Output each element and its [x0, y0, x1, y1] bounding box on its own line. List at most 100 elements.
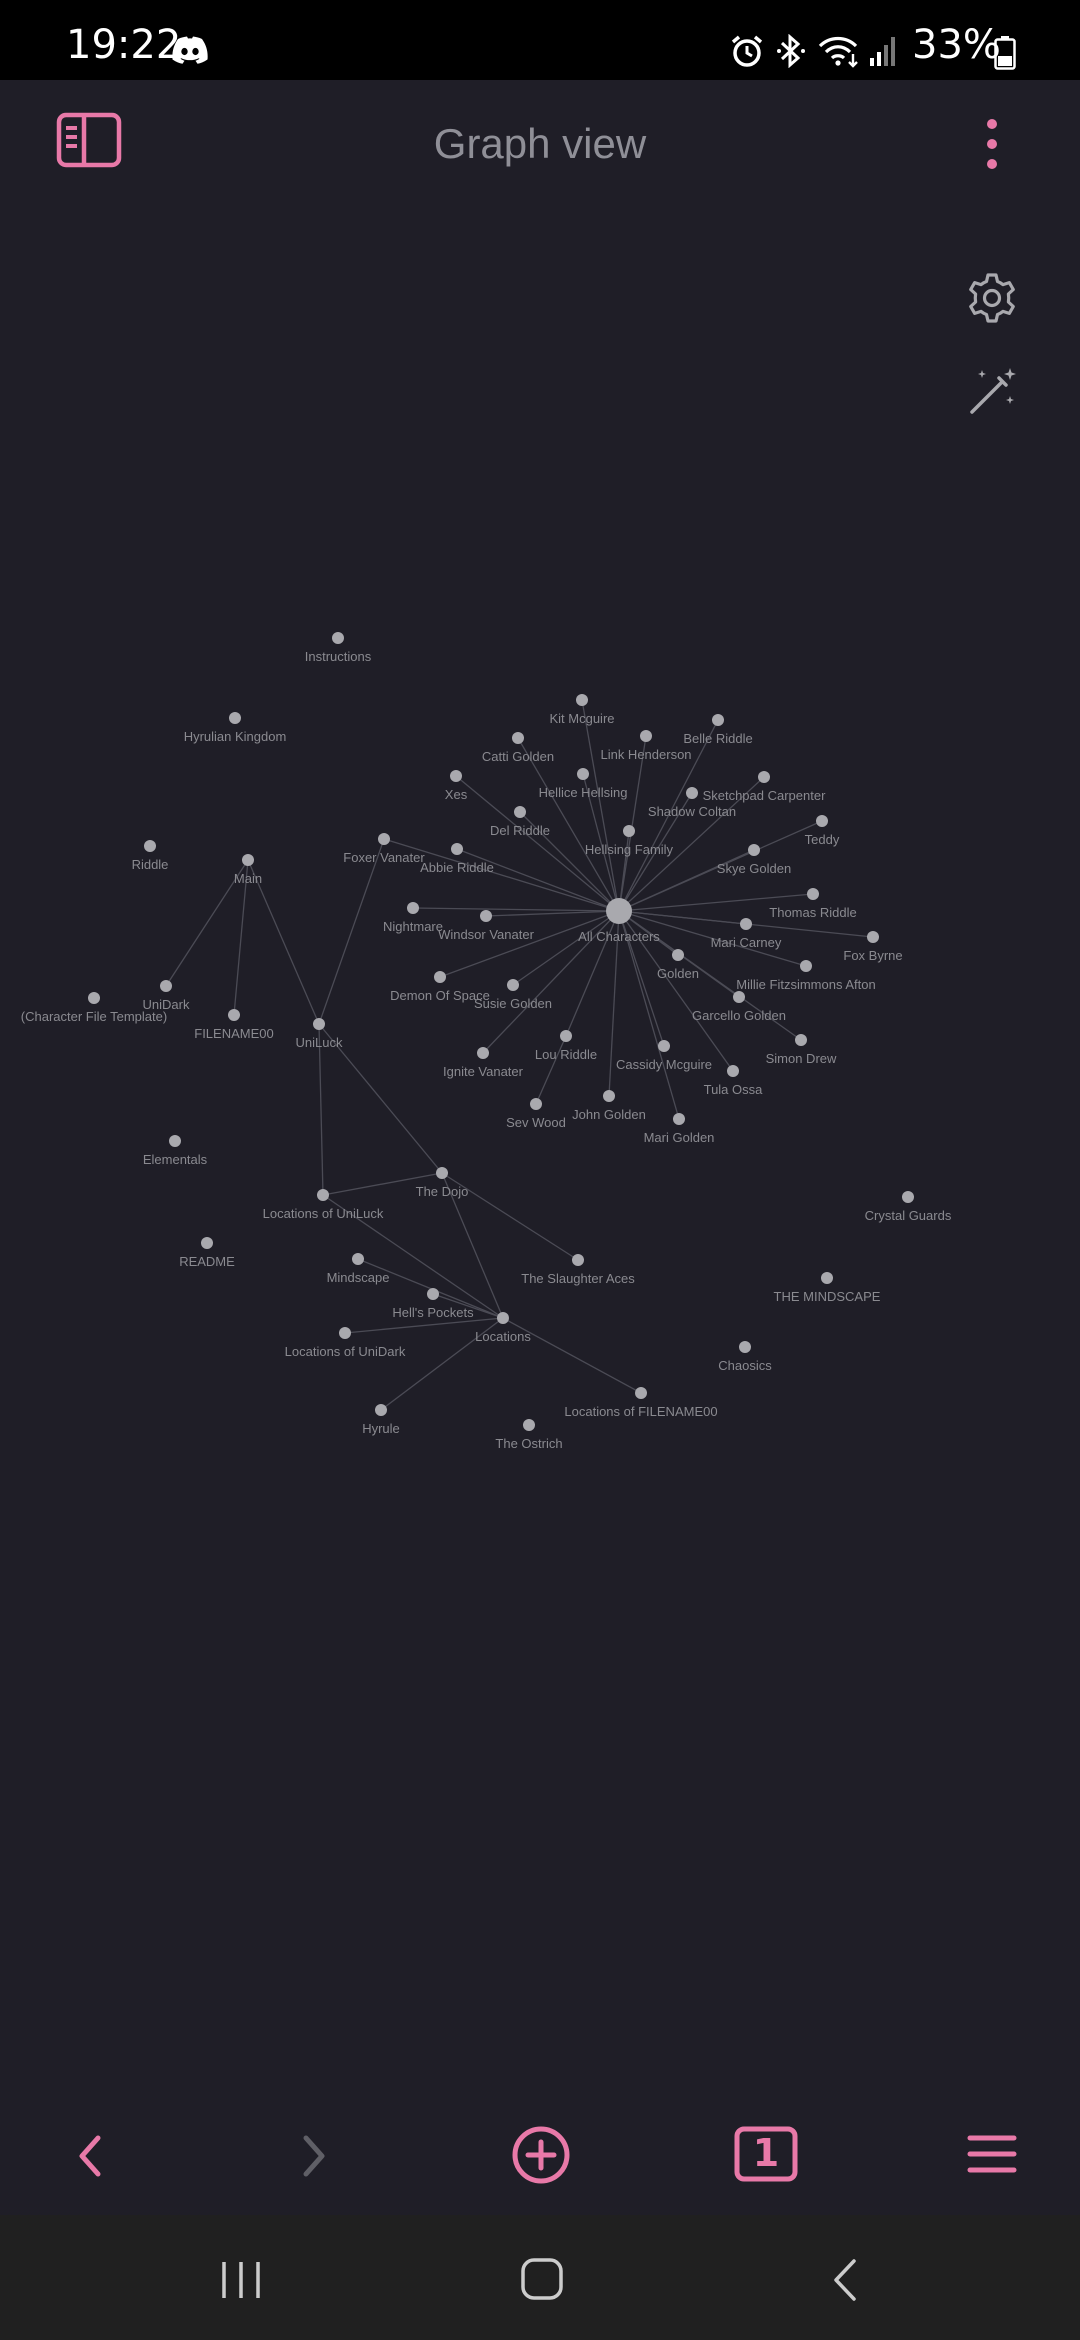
- graph-node-golden[interactable]: Golden: [657, 949, 699, 981]
- graph-node-riddle[interactable]: Riddle: [132, 840, 169, 872]
- graph-node-dot[interactable]: [514, 806, 526, 818]
- graph-node-dot[interactable]: [427, 1288, 439, 1300]
- tab-switcher-button[interactable]: 1: [734, 2126, 798, 2182]
- graph-node-dot[interactable]: [686, 787, 698, 799]
- graph-node-sketchpad[interactable]: Sketchpad Carpenter: [703, 771, 827, 803]
- plus-circle-icon[interactable]: [510, 2124, 572, 2191]
- graph-node-teddy[interactable]: Teddy: [805, 815, 840, 847]
- graph-node-unidark[interactable]: UniDark: [143, 980, 190, 1012]
- graph-node-simondrew[interactable]: Simon Drew: [766, 1034, 837, 1066]
- graph-node-ignitevanater[interactable]: Ignite Vanater: [443, 1047, 524, 1079]
- graph-node-hyrule[interactable]: Hyrule: [362, 1404, 400, 1436]
- graph-node-allchars[interactable]: All Characters: [578, 898, 660, 944]
- graph-node-dot[interactable]: [352, 1253, 364, 1265]
- back-icon[interactable]: [830, 2257, 860, 2308]
- graph-node-dot[interactable]: [88, 992, 100, 1004]
- graph-node-johngolden[interactable]: John Golden: [572, 1090, 646, 1122]
- graph-node-dot[interactable]: [733, 991, 745, 1003]
- graph-node-millie[interactable]: Millie Fitzsimmons Afton: [736, 960, 876, 992]
- graph-node-dot[interactable]: [800, 960, 812, 972]
- graph-node-dot[interactable]: [712, 714, 724, 726]
- graph-node-dot[interactable]: [560, 1030, 572, 1042]
- graph-node-dot[interactable]: [603, 1090, 615, 1102]
- graph-node-skyegolden[interactable]: Skye Golden: [717, 844, 791, 876]
- graph-node-dot[interactable]: [512, 732, 524, 744]
- graph-node-dot[interactable]: [758, 771, 770, 783]
- sidebar-toggle-icon[interactable]: [56, 112, 122, 173]
- graph-node-dot[interactable]: [530, 1098, 542, 1110]
- graph-node-locations[interactable]: Locations: [475, 1312, 531, 1344]
- graph-node-main[interactable]: Main: [234, 854, 262, 886]
- graph-node-cattigolden[interactable]: Catti Golden: [482, 732, 554, 764]
- graph-node-xes[interactable]: Xes: [445, 770, 468, 802]
- graph-node-dot[interactable]: [523, 1419, 535, 1431]
- graph-node-filename00[interactable]: FILENAME00: [194, 1009, 274, 1041]
- graph-node-hellspockets[interactable]: Hell's Pockets: [392, 1288, 474, 1320]
- graph-node-delriddle[interactable]: Del Riddle: [490, 806, 550, 838]
- graph-node-locunidark[interactable]: Locations of UniDark: [285, 1327, 406, 1359]
- graph-node-dot[interactable]: [480, 910, 492, 922]
- graph-node-dot[interactable]: [748, 844, 760, 856]
- graph-node-dot[interactable]: [727, 1065, 739, 1077]
- graph-node-hellsingfamily[interactable]: Hellsing Family: [585, 825, 674, 857]
- graph-node-chaosics[interactable]: Chaosics: [718, 1341, 772, 1373]
- graph-node-dot[interactable]: [407, 902, 419, 914]
- graph-node-elementals[interactable]: Elementals: [143, 1135, 208, 1167]
- graph-node-dot[interactable]: [572, 1254, 584, 1266]
- graph-node-sevwood[interactable]: Sev Wood: [506, 1098, 566, 1130]
- graph-node-windsorvanater[interactable]: Windsor Vanater: [438, 910, 535, 942]
- graph-node-dot[interactable]: [673, 1113, 685, 1125]
- graph-node-dot[interactable]: [477, 1047, 489, 1059]
- graph-node-linkhenderson[interactable]: Link Henderson: [600, 730, 692, 762]
- graph-node-dot[interactable]: [902, 1191, 914, 1203]
- graph-node-slaughteraces[interactable]: The Slaughter Aces: [521, 1254, 635, 1286]
- graph-node-thedojo[interactable]: The Dojo: [416, 1167, 469, 1199]
- chevron-right-icon[interactable]: [296, 2132, 332, 2185]
- graph-node-dot[interactable]: [867, 931, 879, 943]
- graph-node-dot[interactable]: [375, 1404, 387, 1416]
- graph-node-dot[interactable]: [821, 1272, 833, 1284]
- home-icon[interactable]: [520, 2257, 564, 2306]
- graph-node-dot[interactable]: [436, 1167, 448, 1179]
- graph-node-tulaossa[interactable]: Tula Ossa: [704, 1065, 764, 1097]
- graph-node-dot[interactable]: [672, 949, 684, 961]
- graph-node-dot[interactable]: [577, 768, 589, 780]
- graph-node-dot[interactable]: [450, 770, 462, 782]
- graph-node-dot[interactable]: [169, 1135, 181, 1147]
- settings-icon[interactable]: [966, 272, 1018, 329]
- graph-node-foxbyrne[interactable]: Fox Byrne: [843, 931, 903, 963]
- graph-node-marigolden[interactable]: Mari Golden: [644, 1113, 715, 1145]
- graph-node-kitmcguire[interactable]: Kit Mcguire: [549, 694, 615, 726]
- graph-node-belleriddle[interactable]: Belle Riddle: [683, 714, 753, 746]
- graph-node-dot[interactable]: [229, 712, 241, 724]
- graph-node-dot[interactable]: [317, 1189, 329, 1201]
- graph-node-dot[interactable]: [635, 1387, 647, 1399]
- graph-node-instructions[interactable]: Instructions: [305, 632, 372, 664]
- graph-node-cassidy[interactable]: Cassidy Mcguire: [616, 1040, 712, 1072]
- graph-node-dot[interactable]: [378, 833, 390, 845]
- graph-node-uniluck[interactable]: UniLuck: [296, 1018, 343, 1050]
- graph-node-dot[interactable]: [339, 1327, 351, 1339]
- graph-node-louriddle[interactable]: Lou Riddle: [535, 1030, 597, 1062]
- graph-node-dot[interactable]: [313, 1018, 325, 1030]
- graph-node-dot[interactable]: [640, 730, 652, 742]
- graph-node-dot[interactable]: [576, 694, 588, 706]
- graph-node-demonofspace[interactable]: Demon Of Space: [390, 971, 490, 1003]
- graph-node-dot[interactable]: [497, 1312, 509, 1324]
- graph-node-foxervanater[interactable]: Foxer Vanater: [343, 833, 425, 865]
- graph-node-susiegolden[interactable]: Susie Golden: [474, 979, 552, 1011]
- graph-node-dot[interactable]: [332, 632, 344, 644]
- graph-node-dot[interactable]: [816, 815, 828, 827]
- graph-node-dot[interactable]: [434, 971, 446, 983]
- graph-node-dot[interactable]: [623, 825, 635, 837]
- more-vertical-icon[interactable]: [980, 118, 1004, 175]
- graph-node-thomasriddle[interactable]: Thomas Riddle: [769, 888, 857, 920]
- magic-wand-icon[interactable]: [966, 366, 1018, 423]
- graph-node-crystalguards[interactable]: Crystal Guards: [865, 1191, 952, 1223]
- graph-node-dot[interactable]: [451, 843, 463, 855]
- graph-node-shadowcoltan[interactable]: Shadow Coltan: [648, 787, 736, 819]
- graph-node-cft[interactable]: (Character File Template): [21, 992, 167, 1024]
- graph-node-maricarney[interactable]: Mari Carney: [711, 918, 782, 950]
